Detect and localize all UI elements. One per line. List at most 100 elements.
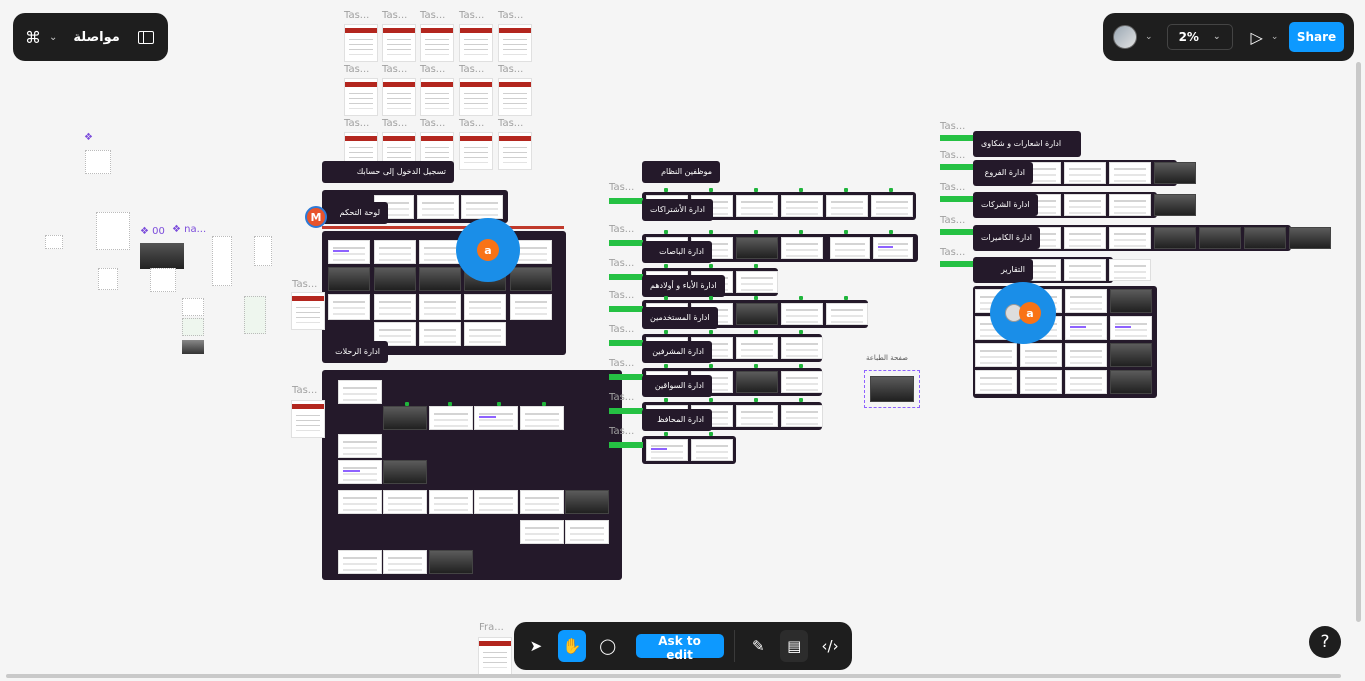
management-thumb [646, 439, 688, 461]
report-thumb [1065, 370, 1107, 394]
collaborator-cursor[interactable]: a [456, 218, 520, 282]
report-thumb [1110, 316, 1152, 340]
share-button[interactable]: Share [1289, 22, 1344, 52]
status-dot [799, 398, 803, 402]
status-dot [448, 402, 452, 406]
status-tag [609, 340, 643, 346]
management-thumb [781, 371, 823, 393]
chevron-down-icon[interactable]: ⌄ [49, 31, 58, 43]
task-label: Tas... [498, 10, 524, 21]
task-label: Tas... [940, 247, 966, 258]
small-map-frame [182, 318, 204, 336]
section-label: ادارة اشعارات و شكاوى [973, 133, 1070, 155]
task-label: Tas... [940, 121, 966, 132]
task-label: Tas... [382, 10, 408, 21]
help-button[interactable]: ? [1309, 626, 1341, 658]
status-dot [754, 398, 758, 402]
collaborator-cursor[interactable]: a [990, 282, 1056, 344]
ask-to-edit-button[interactable]: Ask to edit [635, 634, 724, 662]
status-dot [405, 402, 409, 406]
file-title[interactable]: مواصلة [73, 29, 120, 45]
dashboard-thumb [464, 322, 506, 346]
management-thumb [781, 195, 823, 217]
status-dot [799, 188, 803, 192]
task-label: Tas... [940, 215, 966, 226]
status-dot [844, 188, 848, 192]
component-label: ❖ na... [172, 224, 207, 235]
user-avatar-m[interactable]: M [305, 206, 327, 228]
task-label: Tas... [459, 118, 485, 129]
small-frame [254, 236, 272, 266]
report-thumb [1065, 343, 1107, 367]
dev-mode-icon[interactable]: ▤ [780, 630, 809, 662]
task-label: Tas... [498, 64, 524, 75]
section-label: ادارة المستخدمين [642, 307, 718, 329]
status-tag [609, 408, 643, 414]
status-tag [609, 240, 643, 246]
trip-thumb [338, 434, 382, 458]
chevron-down-icon[interactable]: ⌄ [1270, 32, 1279, 42]
chevron-down-icon[interactable]: ⌄ [1145, 32, 1153, 42]
panel-icon[interactable] [137, 30, 154, 44]
management-thumb [830, 237, 870, 259]
comment-icon[interactable]: ◯ [599, 637, 617, 655]
status-tag [940, 135, 974, 141]
zoom-value: 2% [1178, 30, 1199, 44]
small-image-frame [182, 340, 204, 354]
management-thumb [736, 271, 778, 293]
vertical-scrollbar[interactable] [1356, 62, 1361, 622]
task-card [459, 132, 493, 170]
zoom-control[interactable]: 2% ⌄ [1166, 24, 1233, 50]
trip-thumb [429, 550, 473, 574]
management-thumb [826, 195, 868, 217]
figma-logo-icon[interactable]: ⌘ [25, 27, 41, 47]
management-thumb [736, 195, 778, 217]
dashboard-thumb [419, 240, 461, 264]
trip-thumb [474, 490, 518, 514]
user-avatar[interactable] [1113, 25, 1137, 49]
status-dot [709, 264, 713, 268]
management-thumb [871, 195, 913, 217]
trip-thumb [565, 520, 609, 544]
move-tool-icon[interactable]: ➤ [529, 637, 543, 655]
dashboard-thumb [419, 294, 461, 320]
management-thumb [781, 237, 823, 259]
task-label: Tas... [609, 258, 635, 269]
right-thumb [1109, 227, 1151, 249]
diamond-component-icon: ❖ [84, 132, 93, 143]
status-dot [497, 402, 501, 406]
right-thumb [1109, 162, 1151, 184]
draw-icon[interactable]: ✎ [752, 637, 765, 655]
horizontal-scrollbar[interactable] [6, 674, 1341, 678]
task-card [291, 400, 325, 438]
trip-thumb [383, 490, 427, 514]
code-icon[interactable]: ‹/› [821, 637, 839, 655]
trip-thumb [383, 460, 427, 484]
report-thumb [975, 370, 1017, 394]
dashboard-thumb [328, 240, 370, 264]
status-dot [799, 330, 803, 334]
task-label: Tas... [420, 10, 446, 21]
dashboard-thumb [374, 267, 416, 291]
right-thumb [1289, 227, 1331, 249]
task-card [420, 78, 454, 116]
dashboard-thumb [374, 294, 416, 320]
section-label-staff: موظفين النظام [642, 161, 720, 183]
status-dot [709, 188, 713, 192]
status-dot [754, 188, 758, 192]
dashboard-thumb [328, 294, 370, 320]
frame-label: Fra... [479, 622, 504, 633]
status-dot [664, 188, 668, 192]
task-card [382, 78, 416, 116]
dashboard-thumb [328, 267, 370, 291]
play-icon[interactable]: ▷ [1250, 27, 1263, 47]
small-frame [96, 212, 130, 250]
toolbar-divider [733, 630, 735, 662]
trip-thumb [429, 490, 473, 514]
report-thumb [975, 343, 1017, 367]
dark-image-thumb [140, 243, 184, 269]
hand-tool-icon[interactable]: ✋ [557, 630, 586, 662]
scatter-label-00: 00 [152, 226, 165, 237]
small-frame [212, 236, 232, 286]
